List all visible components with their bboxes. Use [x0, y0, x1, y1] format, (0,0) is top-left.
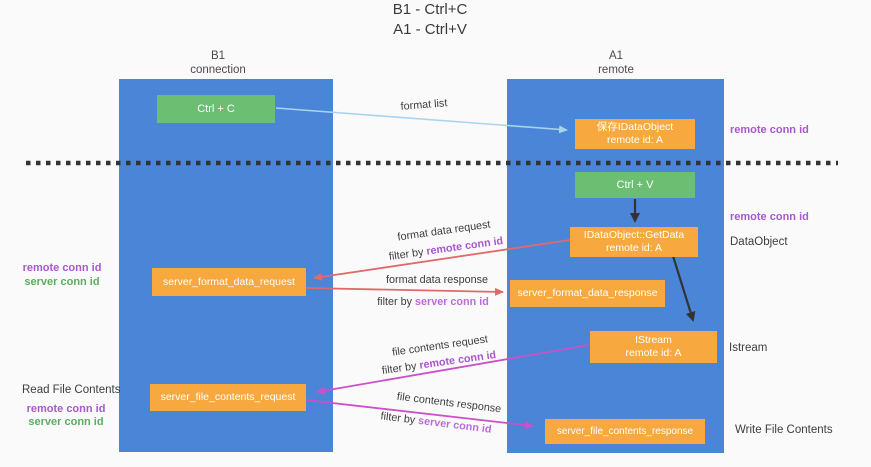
- server-format-data-request-label: server_format_data_request: [163, 275, 295, 288]
- istream-annotation: Istream: [729, 342, 768, 354]
- server-conn-id-annotation-bottom-left: server conn id: [28, 416, 104, 428]
- server-file-contents-request-box: server_file_contents_request: [150, 384, 306, 411]
- getdata-line1: IDataObject::GetData: [583, 229, 685, 241]
- server-format-data-response-box: server_format_data_response: [510, 280, 665, 307]
- filter-by-prefix: filter by: [377, 296, 415, 308]
- remote-conn-id-annotation-bottom-left: remote conn id: [26, 403, 106, 415]
- remote-conn-id-annotation-mid-left: remote conn id: [22, 262, 102, 274]
- diagram-title-line1: B1 - Ctrl+C: [392, 1, 468, 18]
- idataobject-getdata-box: IDataObject::GetData remote id: A: [570, 227, 698, 257]
- lane-header-b1: B1 connection: [118, 50, 318, 77]
- server-file-contents-response-label: server_file_contents_response: [556, 426, 694, 437]
- server-conn-id-inline: server conn id: [415, 296, 489, 308]
- save-dataobject-line1: 保存IDataObject: [596, 121, 674, 133]
- getdata-line2: remote id: A: [605, 242, 663, 254]
- read-file-contents-annotation: Read File Contents: [22, 384, 121, 396]
- filter-by-prefix: filter by: [381, 359, 421, 377]
- istream-line1: IStream: [635, 334, 672, 346]
- ctrl-c-label: Ctrl + C: [197, 102, 235, 115]
- server-conn-id-annotation-mid-left: server conn id: [24, 276, 100, 288]
- filter-by-server-conn-id-label-2: filter by server conn id: [380, 410, 492, 436]
- ctrl-v-box: Ctrl + V: [575, 172, 695, 198]
- remote-conn-id-annotation-mid-right: remote conn id: [730, 211, 809, 223]
- lane-a1-name: A1: [608, 50, 624, 62]
- lane-b1-name: B1: [210, 50, 226, 62]
- remote-conn-id-annotation-top-right: remote conn id: [730, 124, 809, 136]
- ctrl-v-label: Ctrl + V: [616, 178, 654, 191]
- lane-header-a1: A1 remote: [516, 50, 716, 77]
- diagram-title: B1 - Ctrl+C A1 - Ctrl+V: [0, 0, 860, 39]
- format-data-response-arrow: [305, 287, 504, 296]
- filter-by-prefix: filter by: [379, 410, 419, 427]
- diagram-title-line2: A1 - Ctrl+V: [393, 20, 467, 38]
- lane-b1-role: connection: [190, 63, 246, 76]
- istream-line2: remote id: A: [625, 347, 682, 359]
- write-file-contents-annotation: Write File Contents: [735, 424, 833, 436]
- format-data-response-label: format data response: [385, 274, 489, 286]
- save-dataobject-line2: remote id: A: [606, 134, 664, 146]
- remote-conn-id-inline: remote conn id: [425, 235, 504, 258]
- server-file-contents-response-box: server_file_contents_response: [545, 419, 705, 444]
- format-list-label: format list: [400, 97, 448, 113]
- dataobject-annotation: DataObject: [730, 236, 788, 248]
- server-format-data-request-box: server_format_data_request: [152, 268, 306, 296]
- filter-by-server-conn-id-label-1: filter by server conn id: [377, 296, 489, 308]
- server-format-data-response-label: server_format_data_response: [517, 287, 658, 299]
- server-file-contents-request-label: server_file_contents_request: [160, 391, 296, 403]
- lane-a1-role: remote: [598, 63, 634, 76]
- server-conn-id-inline: server conn id: [417, 414, 493, 436]
- save-dataobject-box: 保存IDataObject remote id: A: [575, 119, 695, 149]
- ctrl-c-box: Ctrl + C: [157, 95, 275, 123]
- filter-by-prefix: filter by: [388, 245, 428, 263]
- file-contents-response-label: file contents response: [396, 390, 502, 416]
- istream-box: IStream remote id: A: [590, 331, 717, 363]
